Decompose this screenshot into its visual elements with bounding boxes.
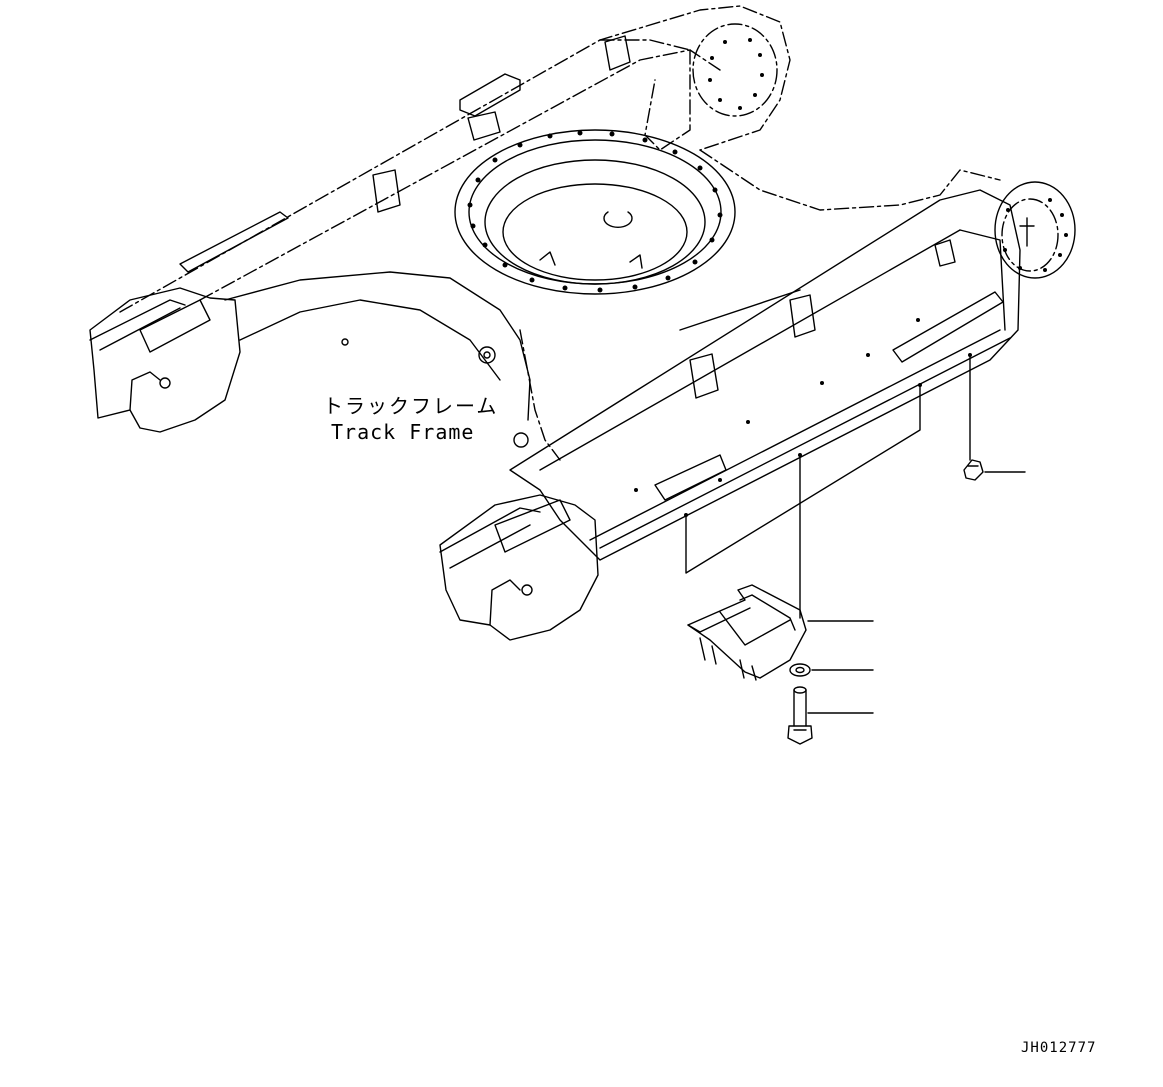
plug-drawing (963, 459, 984, 481)
guard-drawing (687, 584, 807, 681)
track-frame-drawing (89, 5, 1076, 641)
leader-lines (685, 356, 1026, 714)
drawing-number: JH012777 (1021, 1040, 1097, 1056)
bolt-drawing (787, 686, 813, 745)
washer-drawing (789, 663, 811, 677)
track-frame-label-japanese: トラックフレーム (323, 394, 499, 418)
track-frame-label-english: Track Frame (331, 420, 475, 444)
